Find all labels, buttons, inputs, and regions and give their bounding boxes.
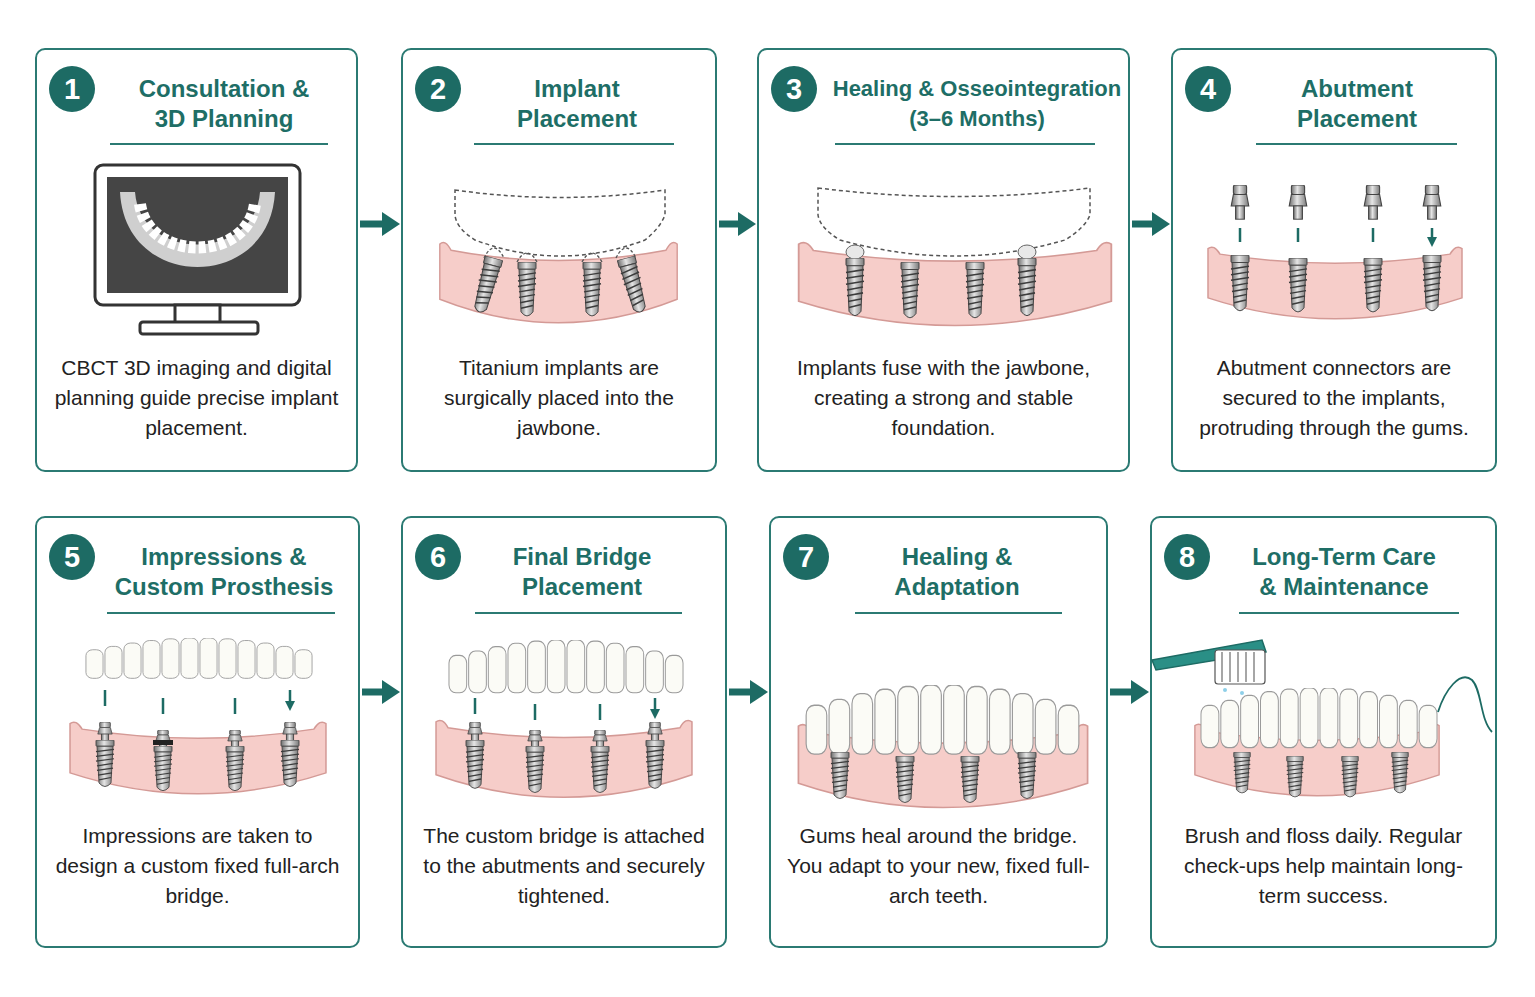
flow-arrow	[1110, 680, 1149, 704]
step-number: 4	[1185, 66, 1231, 112]
step-number-circle: 7	[783, 534, 829, 580]
step-title: Implant Placement	[502, 74, 652, 134]
step-panel: Healing & Osseointegration (3–6 Months) I…	[757, 48, 1130, 472]
title-underline	[110, 143, 328, 145]
flow-arrow	[362, 680, 400, 704]
arrow-head	[382, 212, 400, 236]
arrow-shaft	[729, 689, 753, 696]
arrow-head	[750, 680, 768, 704]
step-description: Gums heal around the bridge. You adapt t…	[783, 821, 1094, 911]
step-panel: Impressions & Custom ProsthesisImpressio…	[35, 516, 360, 948]
step-title: Healing & Osseointegration (3–6 Months)	[827, 74, 1127, 134]
step-number-circle: 4	[1185, 66, 1231, 112]
title-underline	[1256, 143, 1457, 145]
step-description: Abutment connectors are secured to the i…	[1185, 353, 1483, 443]
step-title: Final Bridge Placement	[497, 542, 667, 602]
step-number: 7	[783, 534, 829, 580]
step-title: Abutment Placement	[1282, 74, 1432, 134]
arrow-head	[1152, 212, 1170, 236]
arrow-shaft	[1110, 689, 1134, 696]
step-panel: Long-Term Care & MaintenanceBrush and fl…	[1150, 516, 1497, 948]
step-description: Titanium implants are surgically placed …	[415, 353, 703, 443]
title-underline	[475, 612, 682, 614]
step-number: 6	[415, 534, 461, 580]
step-number: 2	[415, 66, 461, 112]
step-description: Implants fuse with the jawbone, creating…	[771, 353, 1116, 443]
step-title: Impressions & Custom Prosthesis	[110, 542, 338, 602]
title-underline	[855, 612, 1062, 614]
step-number: 1	[49, 66, 95, 112]
flow-arrow	[719, 212, 756, 236]
step-description: CBCT 3D imaging and digital planning gui…	[49, 353, 344, 443]
step-description: Brush and floss daily. Regular check-ups…	[1164, 821, 1483, 911]
title-underline	[474, 143, 674, 145]
step-title: Long-Term Care & Maintenance	[1244, 542, 1444, 602]
step-number: 5	[49, 534, 95, 580]
title-underline	[835, 143, 1095, 145]
step-panel: Consultation & 3D PlanningCBCT 3D imagin…	[35, 48, 358, 472]
step-number-circle: 3	[771, 66, 817, 112]
step-description: The custom bridge is attached to the abu…	[415, 821, 713, 911]
step-number-circle: 8	[1164, 534, 1210, 580]
title-underline	[107, 612, 335, 614]
arrow-shaft	[1132, 221, 1155, 228]
flow-arrow	[1132, 212, 1170, 236]
arrow-head	[382, 680, 400, 704]
arrow-head	[738, 212, 756, 236]
flow-arrow	[360, 212, 400, 236]
step-panel: Healing & AdaptationGums heal around the…	[769, 516, 1108, 948]
step-title: Healing & Adaptation	[882, 542, 1032, 602]
step-panel: Abutment PlacementAbutment connectors ar…	[1171, 48, 1497, 472]
step-number-circle: 1	[49, 66, 95, 112]
arrow-shaft	[360, 221, 385, 228]
arrow-head	[1131, 680, 1149, 704]
step-panel: Final Bridge PlacementThe custom bridge …	[401, 516, 727, 948]
flow-arrow	[729, 680, 768, 704]
arrow-shaft	[719, 221, 741, 228]
step-title: Consultation & 3D Planning	[124, 74, 324, 134]
title-underline	[1239, 612, 1459, 614]
step-number-circle: 2	[415, 66, 461, 112]
step-description: Impressions are taken to design a custom…	[49, 821, 346, 911]
step-number-circle: 6	[415, 534, 461, 580]
step-number-circle: 5	[49, 534, 95, 580]
step-number: 8	[1164, 534, 1210, 580]
step-panel: Implant PlacementTitanium implants are s…	[401, 48, 717, 472]
arrow-shaft	[362, 689, 385, 696]
step-number: 3	[771, 66, 817, 112]
